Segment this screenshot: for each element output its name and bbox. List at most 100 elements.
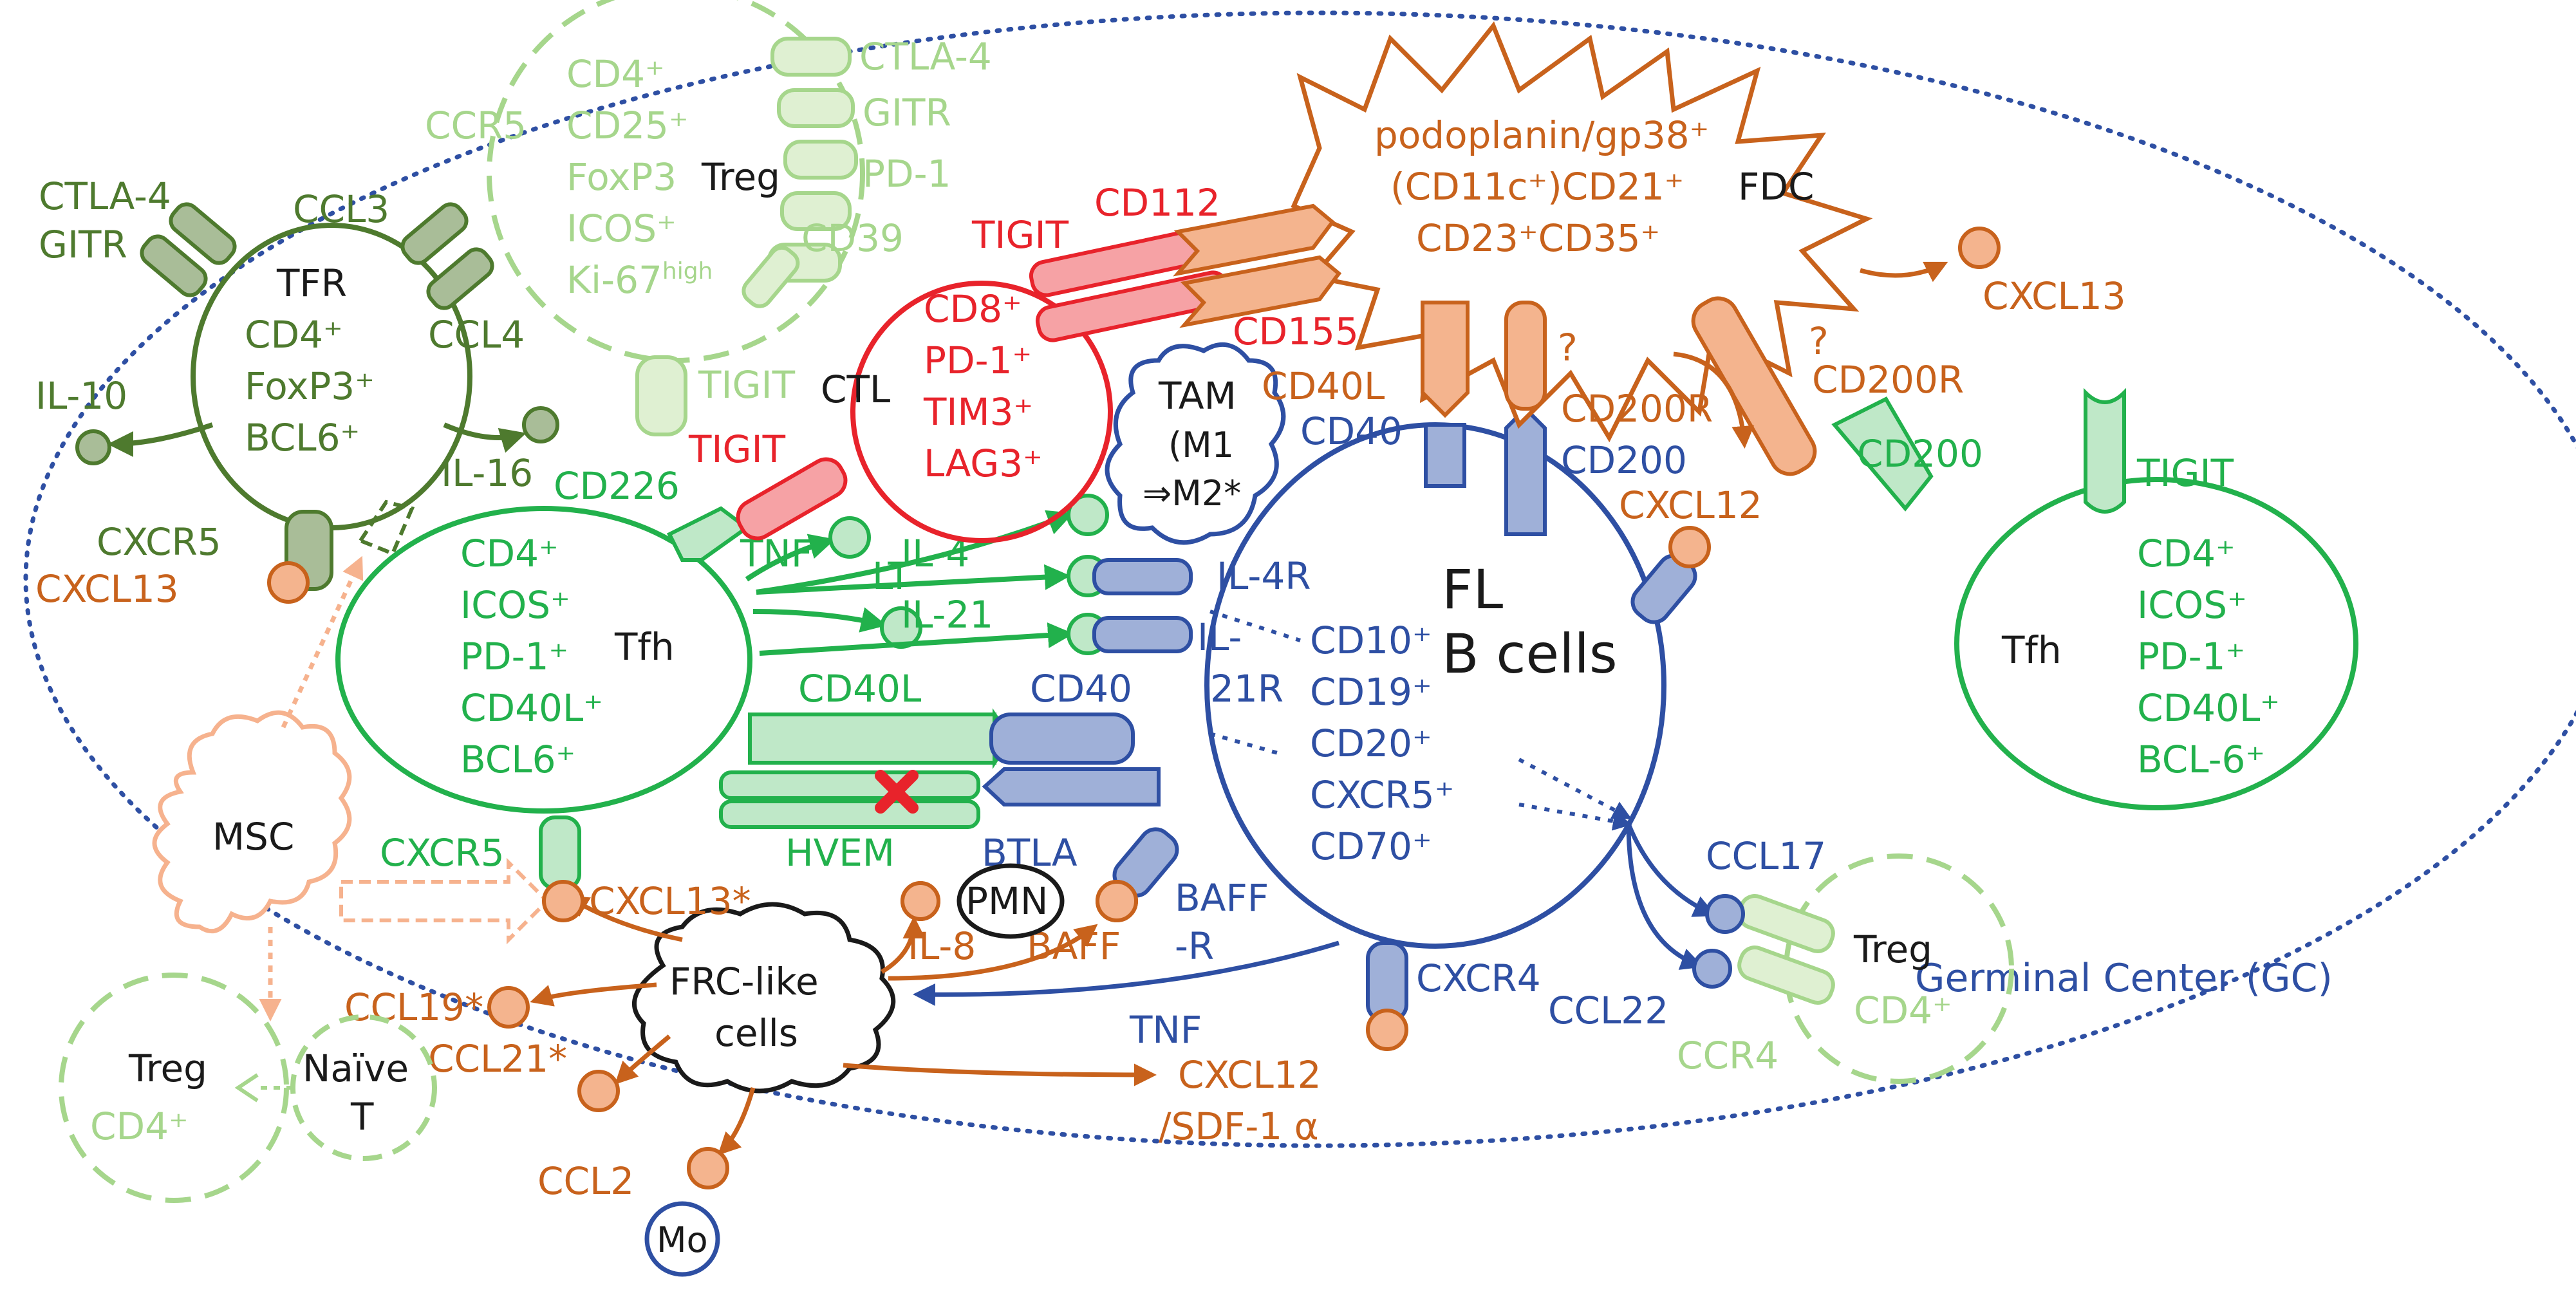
blocked-interaction-x-icon [875,770,919,814]
tfh-left-lt-arrow [752,607,887,633]
frc-to-il8-arrow [881,916,926,974]
treg-bottom-cell: Treg CD4⁺ [59,973,289,1203]
treg-right-ccr4: CCR4 [1677,1034,1778,1077]
ctl-tigit-left: TIGIT [688,427,786,471]
frc-il8: IL-8 [908,924,976,968]
frc-to-ccl19-arrow [530,982,657,1007]
frc-ccl2-ball [687,1147,729,1189]
ctl-tigit-top: TIGIT [971,213,1069,257]
tfh-left-marker-3: PD-1⁺ [460,635,568,678]
tfr-ccl3: CCL3 [293,187,389,231]
fl-marker-3: CD20⁺ [1310,722,1432,765]
tfh-left-lt: LT [872,554,911,598]
treg-top-side-receptor [742,245,800,308]
tfr-cxcr5: CXCR5 [97,520,221,564]
frc-cxcl12-1: CXCL12 [1178,1053,1321,1097]
frc-ccl19: CCL19* [344,985,483,1029]
tfh-left-cd40l-bar [748,713,996,765]
frc-line2: cells [714,1011,798,1055]
pmn-il8-ball [901,881,940,921]
fl-marker-1: CD10⁺ [1310,619,1432,662]
tfh-left-il21-arrow [759,622,1074,656]
fl-signal-line-1 [1209,610,1301,642]
tfr-il10-arrow [107,422,214,457]
naive-line1: Naïve [303,1047,409,1090]
fdc-cxcl13-arrow [1860,261,1948,283]
ctl-name: CTL [821,368,890,411]
fdc-cxcl12-arrow [1673,351,1755,449]
treg-top-ccr5: CCR5 [425,104,527,147]
fl-il21r-1: IL- [1197,615,1242,659]
ctl-marker-2: PD-1⁺ [924,339,1032,382]
tfh-left-il21: IL-21 [901,593,993,637]
tfr-il10-ball [75,429,111,465]
treg-top-tigit-receptor [635,355,687,436]
fl-cd200-receptor [1504,405,1547,536]
tfh-right-cell: Tfh CD4⁺ ICOS⁺ PD-1⁺ CD40L⁺ BCL-6⁺ CD200… [1831,387,2358,810]
tfh-right-marker-1: CD4⁺ [2137,532,2235,575]
germinal-center-label: Germinal Center (GC) [1915,956,2333,1001]
fl-title-2: B cells [1442,622,1618,685]
tfh-left-cd40l: CD40L [798,667,921,711]
naive-line2: T [350,1095,374,1139]
fl-signal-line-4 [1518,803,1632,831]
pmn-cell: PMN [901,863,1065,939]
fl-baffr-1: BAFF [1175,876,1269,920]
fdc-cd200r-receptor [1504,301,1547,411]
tfh-left-il4-arrow [756,564,1070,595]
frc-to-ccl21-arrow [615,1034,671,1085]
treg-right-name: Treg [1853,927,1932,971]
ctl-marker-1: CD8⁺ [924,287,1022,331]
tfh-right-marker-5: BCL-6⁺ [2137,738,2265,781]
fl-signal-line-3 [1518,758,1632,819]
tam-line2: (M1 [1168,425,1234,465]
tfh-left-cd226: CD226 [554,464,680,508]
frc-ccl19-ball [487,986,530,1029]
frc-to-baff-arrow [888,924,1098,981]
frc-ccl21: CCL21* [428,1037,567,1081]
tfh-left-il4-tam-ball [1067,494,1109,536]
treg-right-marker: CD4⁺ [1854,989,1952,1032]
fl-cd40-left: CD40 [1030,667,1132,711]
fl-il21r-2: 21R [1210,667,1283,711]
tfh-left-marker-2: ICOS⁺ [460,583,570,627]
tfr-ccl4: CCL4 [428,313,525,357]
fdc-line1: podoplanin/gp38⁺ [1374,113,1709,157]
tfr-name: TFR [276,261,347,305]
fdc-name: FDC [1738,165,1815,209]
tfh-right-cd200-ligand [1831,396,1934,512]
treg-top-marker-1: CD4⁺ [566,52,665,96]
treg-top-tigit: TIGIT [698,363,796,407]
tfh-right-marker-3: PD-1⁺ [2137,635,2245,678]
fdc-line3: CD23⁺CD35⁺ [1416,216,1660,260]
treg-top-marker-4: ICOS⁺ [566,207,677,250]
tfr-gitr: GITR [39,223,127,266]
tfh-left-marker-1: CD4⁺ [460,532,559,575]
tfh-right-marker-4: CD40L⁺ [2137,686,2280,730]
fl-cd40-top-receptor [1424,423,1466,488]
treg-right-ccl17-ball [1705,894,1745,934]
treg-top-name: Treg [701,155,780,199]
fdc-cd40l-ligand [1421,301,1470,418]
frc-to-ccl2-arrow [718,1087,756,1155]
frc-ccl2: CCL2 [537,1159,634,1203]
frc-cxcl13-ball [542,880,584,922]
treg-top-receptors [767,37,858,283]
tfh-right-name: Tfh [2001,628,2062,672]
treg-right-ccl17: CCL17 [1706,834,1826,878]
mo-cell: Mo [644,1201,720,1277]
treg-top-cell: CD4⁺ CD25⁺ FoxP3 ICOS⁺ Ki-67high Treg CC… [425,0,992,436]
naive-to-treg-arrowhead [234,1073,259,1103]
frc-line1: FRC-like [669,960,819,1003]
tfh-left-hvem-bar-1 [719,770,980,800]
tfh-left-tnf-arrow [745,534,835,582]
tfh-right-marker-2: ICOS⁺ [2137,583,2247,627]
fdc-q2: ? [1809,319,1829,363]
fdc-cxcl13-ball [1958,227,2001,269]
treg-top-receptor-1: CTLA-4 [859,35,992,79]
msc-to-tfr-arrow [281,555,364,729]
fl-baffr-2: -R [1175,924,1214,968]
tfh-left-marker-4: CD40L⁺ [460,686,603,730]
ctl-marker-3: TIM3⁺ [923,390,1033,434]
